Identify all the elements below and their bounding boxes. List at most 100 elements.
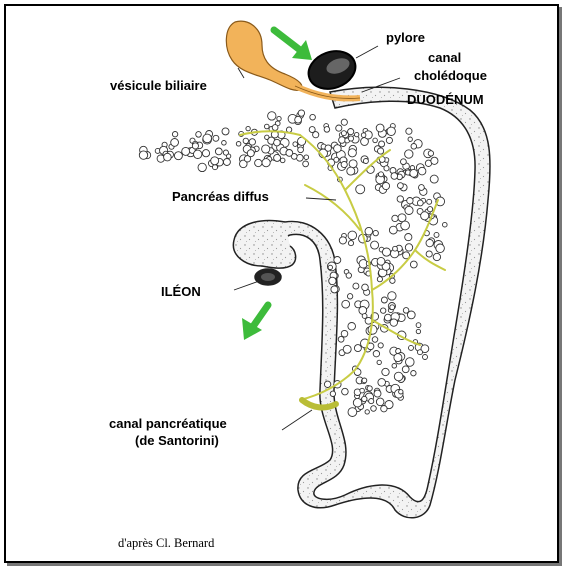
pancreas-lobule: [341, 330, 348, 337]
pancreas-lobule: [348, 323, 356, 331]
pancreas-lobule: [378, 148, 384, 154]
label-canal-pancreatique: canal pancréatique: [109, 417, 227, 432]
pancreas-lobule: [304, 155, 309, 160]
pancreas-lobule: [418, 167, 426, 175]
pancreas-lobule: [392, 364, 397, 369]
pancreas-lobule: [433, 253, 440, 260]
pancreas-lobule: [211, 157, 219, 165]
pancreas-lobule: [382, 368, 389, 375]
label-duodenum: DUODÉNUM: [407, 93, 484, 108]
pancreas-lobule: [336, 125, 342, 131]
pancreas-lobule: [405, 206, 413, 214]
pancreas-lobule: [426, 239, 433, 246]
pancreas-lobule: [362, 284, 369, 291]
pancreas-lobule: [401, 159, 407, 165]
pancreas-lobule: [347, 167, 355, 175]
pancreas-lobule: [430, 175, 438, 183]
pancreas-lobule: [355, 132, 359, 136]
pancreas-lobule: [389, 226, 397, 234]
pancreas-lobule: [303, 161, 309, 167]
pancreas-lobule: [419, 185, 425, 191]
pancreas-lobule: [198, 163, 206, 171]
pancreas-lobule: [411, 371, 416, 376]
pancreas-lobule: [330, 391, 335, 396]
pancreas-lobule: [277, 116, 281, 120]
pancreas-lobule: [361, 133, 366, 138]
pancreas-lobule: [406, 358, 415, 367]
pancreas-lobule: [443, 222, 448, 227]
pancreas-lobule: [405, 244, 412, 251]
pancreas-lobule: [348, 136, 353, 141]
pancreas-lobule: [172, 132, 177, 137]
pancreas-lobule: [203, 134, 212, 143]
pancreas-lobule: [325, 145, 331, 151]
pancreas-lobule: [393, 246, 398, 251]
pancreas-lobule: [371, 241, 379, 249]
pancreas-lobule: [296, 154, 303, 161]
pancreas-lobule: [362, 378, 367, 383]
credit: d'après Cl. Bernard: [118, 536, 214, 551]
pancreas-lobule: [362, 396, 367, 401]
pancreas-lobule: [427, 199, 432, 204]
pancreas-lobule: [359, 307, 367, 315]
pancreas-lobule: [293, 142, 298, 147]
pancreas-lobule: [411, 144, 417, 150]
flow-arrow-top: [274, 30, 312, 60]
pancreas-lobule: [394, 354, 402, 362]
pancreas-lobule: [223, 159, 230, 166]
pancreas-lobule: [310, 114, 316, 120]
pancreas-lobule: [390, 278, 395, 283]
pancreas-lobule: [349, 160, 357, 168]
pancreas-lobule: [401, 221, 410, 230]
pancreas-lobule: [378, 343, 383, 348]
pancreas-lobule: [387, 127, 395, 135]
label-canal: canal: [428, 51, 461, 66]
pancreas-lobule: [334, 257, 341, 264]
pancreas-lobule: [368, 325, 377, 334]
label-de-santorini: (de Santorini): [135, 434, 219, 449]
pancreas-lobule: [295, 116, 302, 123]
pancreas-lobule: [407, 198, 413, 204]
pancreas-lobule: [342, 300, 350, 308]
duodenum: [261, 87, 490, 517]
pancreas-lobule: [423, 355, 428, 360]
pancreas-lobule: [405, 150, 413, 158]
pancreas-lobule: [360, 388, 365, 393]
pancreas-lobule: [329, 277, 336, 284]
pancreas-lobule: [436, 244, 445, 253]
pancreas-lobule: [373, 230, 378, 235]
pancreas-lobule: [164, 153, 172, 161]
pancreas-lobule: [334, 145, 342, 153]
pancreas-lobule: [223, 150, 228, 155]
pancreas-lobule: [426, 251, 432, 257]
pancreas-lobule: [402, 366, 409, 373]
pancreas-lobule: [339, 137, 346, 144]
pancreas-lobule: [372, 337, 378, 343]
pancreas-lobule: [298, 147, 304, 153]
pancreas-lobule: [365, 227, 373, 235]
pancreas-lobule: [385, 314, 392, 321]
pancreas-lobule: [222, 141, 227, 146]
pancreas-lobule: [365, 317, 372, 324]
pancreas-lobule: [398, 214, 406, 222]
pancreas-lobule: [379, 141, 385, 147]
pancreas-lobule: [376, 124, 384, 132]
pancreas-lobule: [398, 183, 404, 189]
pancreas-lobule: [243, 138, 248, 143]
pancreas-lobule: [213, 135, 219, 141]
pancreas-lobule: [409, 345, 414, 350]
pancreas-lobule: [339, 237, 346, 244]
pancreas-lobule: [268, 112, 276, 120]
pancreas-lobule: [246, 126, 250, 130]
pancreas-lobule: [377, 257, 385, 265]
gallbladder: [226, 21, 302, 90]
pancreas-lobule: [353, 398, 362, 407]
pancreas-lobule: [328, 265, 332, 269]
flow-arrow-bottom: [242, 305, 268, 340]
pancreas-lobule: [367, 386, 372, 391]
pancreas-lobule: [365, 410, 369, 414]
pancreas-lobule: [384, 166, 389, 171]
pancreas-lobule: [247, 150, 254, 157]
pancreas-lobule: [390, 319, 397, 326]
